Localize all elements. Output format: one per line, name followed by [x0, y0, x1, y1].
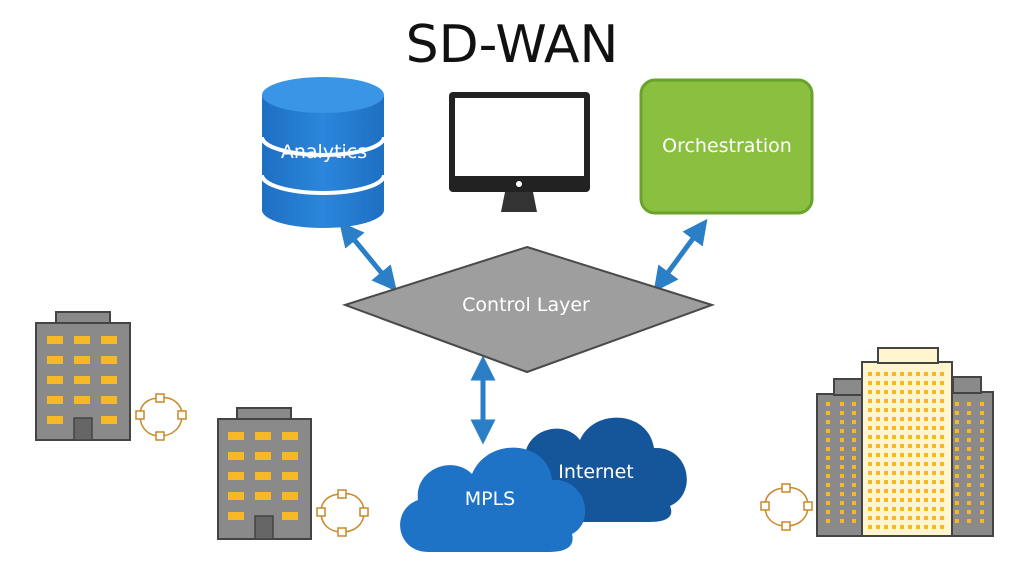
branch-building-2-icon	[217, 407, 312, 540]
router-ring-3-icon	[760, 483, 813, 531]
branch-building-1-icon	[35, 311, 131, 441]
analytics-control-arrow	[339, 221, 397, 292]
analytics-database-icon	[260, 77, 386, 228]
orchestration-box	[639, 78, 814, 215]
internet-label: Internet	[558, 461, 633, 483]
control-layer-label: Control Layer	[462, 294, 590, 316]
mpls-cloud-icon	[400, 447, 586, 552]
headquarters-building-icon	[816, 347, 994, 537]
mpls-label: MPLS	[465, 488, 516, 510]
router-ring-2-icon	[316, 489, 369, 537]
diagram-title: SD-WAN	[406, 15, 619, 75]
router-ring-1-icon	[135, 393, 187, 441]
analytics-label: Analytics	[281, 141, 367, 163]
control-layer-diamond	[341, 245, 716, 374]
orchestration-control-arrow	[653, 218, 708, 293]
orchestration-label: Orchestration	[662, 135, 792, 157]
monitor-icon	[449, 92, 590, 212]
